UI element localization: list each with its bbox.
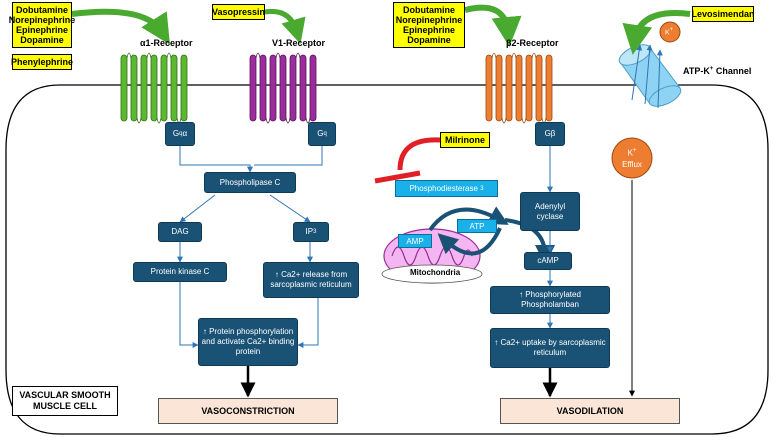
beta-agonists-box: Dobutamine Norepinephrine Epinephrine Do… bbox=[393, 2, 465, 48]
gbeta-box: Gβ bbox=[535, 122, 565, 146]
amp-box: AMP bbox=[398, 234, 432, 248]
mitochondria-label: Mitochondria bbox=[410, 268, 461, 277]
phosphodiesterase-box: Phosphodiesterase 3 bbox=[395, 180, 498, 197]
cycle-arrow-mid bbox=[437, 227, 502, 256]
ca-uptake-box: ↑ Ca2+ uptake by sarcoplasmic reticulum bbox=[490, 328, 610, 368]
alpha-drug-arrow bbox=[71, 8, 171, 45]
levosimendan-box: Levosimendan bbox=[691, 6, 755, 22]
inhibition-bar bbox=[374, 170, 421, 184]
cell-label-box: VASCULAR SMOOTH MUSCLE CELL bbox=[12, 386, 118, 416]
ca-release-box: ↑ Ca2+ release from sarcoplasmic reticul… bbox=[263, 262, 359, 298]
k-ion-circle bbox=[659, 21, 681, 43]
cycle-arrow-top bbox=[428, 206, 509, 232]
dag-box: DAG bbox=[158, 222, 202, 242]
levosimendan-arrow bbox=[622, 10, 691, 55]
vasopressin-arrow bbox=[264, 8, 306, 44]
k-ion-label: K+ bbox=[665, 27, 674, 37]
k-efflux-circle bbox=[611, 137, 653, 179]
atp-k-channel-label: ATP-K+ Channel bbox=[683, 66, 752, 76]
phospholamban-box: ↑ Phosphorylated Phospholamban bbox=[490, 286, 610, 314]
beta-drug-arrow bbox=[464, 4, 522, 47]
alpha1-receptor-shape bbox=[120, 52, 188, 124]
milrinone-inhibit-arrow bbox=[397, 137, 441, 171]
milrinone-box: Milrinone bbox=[440, 132, 490, 148]
protein-phosphorylation-box: ↑ Protein phosphorylation and activate C… bbox=[198, 318, 298, 366]
cell-membrane bbox=[5, 84, 769, 435]
beta2-receptor-shape bbox=[485, 52, 553, 124]
cycle-arrow-right bbox=[504, 218, 555, 265]
atp-box: ATP bbox=[457, 219, 497, 233]
beta2-receptor-label: β2-Receptor bbox=[506, 38, 559, 48]
v1-receptor-shape bbox=[249, 52, 317, 124]
camp-box: cAMP bbox=[524, 252, 572, 270]
alpha1-receptor-label: α1-Receptor bbox=[140, 38, 193, 48]
phospholipase-c-box: Phospholipase C bbox=[204, 172, 296, 193]
vasodilation-box: VASODILATION bbox=[500, 398, 680, 424]
pathway-connectors bbox=[177, 146, 553, 348]
atp-k-channel-shape bbox=[618, 44, 682, 109]
alpha-agonists-box: Dobutamine Norepinephrine Epinephrine Do… bbox=[9, 2, 75, 48]
k-efflux-label: K+Efflux bbox=[622, 148, 642, 169]
v1-receptor-label: V1-Receptor bbox=[272, 38, 326, 48]
vasopressin-box: Vasopressin bbox=[212, 4, 265, 20]
phenylephrine-box: Phenylephrine bbox=[11, 54, 73, 70]
adenylyl-cyclase-box: Adenylyl cyclase bbox=[520, 192, 580, 231]
protein-kinase-c-box: Protein kinase C bbox=[133, 262, 227, 282]
vasoconstriction-box: VASOCONSTRICTION bbox=[158, 398, 338, 424]
